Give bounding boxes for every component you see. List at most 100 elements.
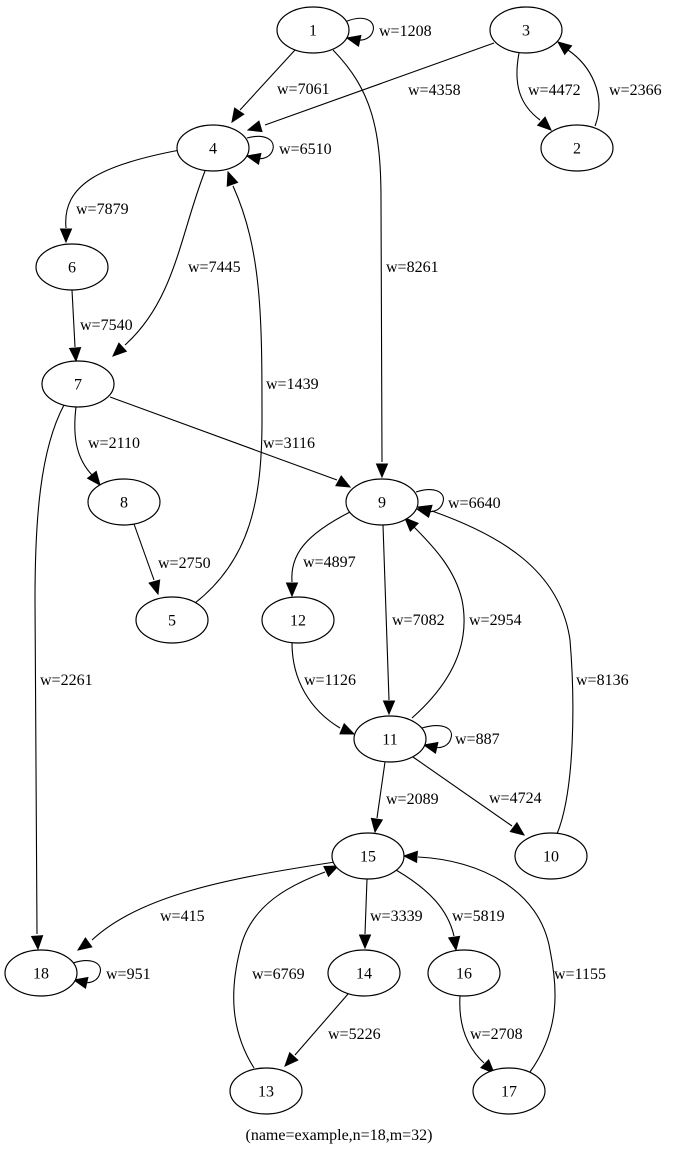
edge-weight-label: w=2366 xyxy=(609,82,662,99)
node-ellipse xyxy=(261,596,335,644)
edge-15-18: w=415 xyxy=(76,861,336,951)
node-1: 1 xyxy=(276,6,350,54)
edge-line xyxy=(411,526,465,719)
node-18: 18 xyxy=(4,949,78,997)
edge-weight-label: w=7879 xyxy=(76,201,129,218)
node-label: 1 xyxy=(309,23,317,40)
edge-line xyxy=(71,289,76,348)
edge-line xyxy=(133,523,155,581)
edge-arrowhead xyxy=(30,935,44,951)
edge-arrowhead xyxy=(226,170,239,187)
node-ellipse xyxy=(327,949,401,997)
edge-arrowhead xyxy=(68,347,82,363)
node-ellipse xyxy=(176,124,250,172)
node-ellipse xyxy=(41,360,115,408)
edge-weight-label: w=6769 xyxy=(252,966,305,983)
node-2: 2 xyxy=(540,124,614,172)
edge-line xyxy=(74,406,93,476)
node-8: 8 xyxy=(87,478,161,526)
edge-arrowhead xyxy=(72,976,89,990)
edge-6-7: w=7540 xyxy=(68,289,133,363)
edge-2-3: w=2366 xyxy=(557,41,662,127)
node-label: 18 xyxy=(33,966,49,983)
edge-weight-label: w=7445 xyxy=(188,259,241,276)
node-label: 6 xyxy=(68,260,76,277)
edge-line xyxy=(91,861,336,941)
edge-arrowhead xyxy=(246,120,263,133)
edge-arrowhead xyxy=(557,41,573,56)
edge-weight-label: w=1155 xyxy=(554,966,606,983)
edge-line xyxy=(291,642,341,729)
edge-8-5: w=2750 xyxy=(133,523,211,596)
node-ellipse xyxy=(514,832,588,880)
node-ellipse xyxy=(87,478,161,526)
edge-1-4: w=7061 xyxy=(231,49,330,124)
edge-3-2: w=4472 xyxy=(516,52,581,131)
edge-arrowhead xyxy=(447,935,461,952)
edge-arrowhead xyxy=(358,934,372,950)
edge-7-9: w=3116 xyxy=(109,396,352,488)
edge-weight-label: w=7082 xyxy=(392,612,445,629)
node-13: 13 xyxy=(229,1067,303,1115)
edge-14-13: w=5226 xyxy=(284,993,381,1067)
edge-arrowhead xyxy=(404,517,419,532)
edge-arrowhead xyxy=(422,741,439,755)
node-ellipse xyxy=(489,6,563,54)
edge-line xyxy=(233,871,326,1069)
edge-weight-label: w=4358 xyxy=(408,82,461,99)
edge-weight-label: w=3116 xyxy=(263,435,315,452)
edge-arrowhead xyxy=(59,228,73,244)
edge-12-11: w=1126 xyxy=(291,642,356,735)
edge-weight-label: w=887 xyxy=(455,731,500,748)
edge-7-18: w=2261 xyxy=(30,404,93,951)
node-label: 7 xyxy=(74,377,82,394)
node-label: 9 xyxy=(378,495,386,512)
node-label: 5 xyxy=(168,613,176,630)
edge-11-11: w=887 xyxy=(421,725,500,755)
edge-arrowhead xyxy=(86,470,101,486)
edge-line xyxy=(34,404,65,935)
edge-arrowhead xyxy=(416,504,433,517)
edge-line xyxy=(294,993,349,1056)
edge-weight-label: w=1439 xyxy=(266,376,319,393)
edge-line xyxy=(239,49,296,111)
node-label: 17 xyxy=(501,1084,517,1101)
edge-13-15: w=6769 xyxy=(233,865,340,1069)
edge-3-4: w=4358 xyxy=(246,42,495,133)
edge-arrowhead xyxy=(345,34,362,48)
edge-weight-label: w=8261 xyxy=(386,259,439,276)
edge-line xyxy=(264,42,495,126)
node-ellipse xyxy=(35,243,109,291)
edge-weight-label: w=2110 xyxy=(88,435,140,452)
node-ellipse xyxy=(331,832,405,880)
edge-arrowhead xyxy=(339,722,356,735)
edge-arrowhead xyxy=(323,865,340,878)
edge-line xyxy=(109,396,338,481)
edge-line xyxy=(417,856,556,1073)
edge-15-14: w=3339 xyxy=(358,878,423,950)
node-12: 12 xyxy=(261,596,335,644)
node-ellipse xyxy=(135,596,209,644)
node-15: 15 xyxy=(331,832,405,880)
edge-weight-label: w=7061 xyxy=(277,81,330,98)
node-label: 13 xyxy=(258,1084,274,1101)
edge-arrowhead xyxy=(148,579,161,596)
edge-16-17: w=2708 xyxy=(459,995,523,1074)
node-3: 3 xyxy=(489,6,563,54)
edge-weight-label: w=415 xyxy=(160,908,205,925)
node-label: 15 xyxy=(360,849,376,866)
edge-line xyxy=(364,878,368,935)
node-16: 16 xyxy=(427,949,501,997)
node-9: 9 xyxy=(345,478,419,526)
edge-weight-label: w=3339 xyxy=(370,908,423,925)
node-label: 12 xyxy=(290,613,306,630)
graph-caption: (name=example,n=18,m=32) xyxy=(245,1127,432,1144)
edge-line xyxy=(194,185,263,604)
edge-4-4: w=6510 xyxy=(245,135,332,166)
node-label: 2 xyxy=(573,141,581,158)
node-6: 6 xyxy=(35,243,109,291)
edge-arrowhead xyxy=(509,821,526,836)
